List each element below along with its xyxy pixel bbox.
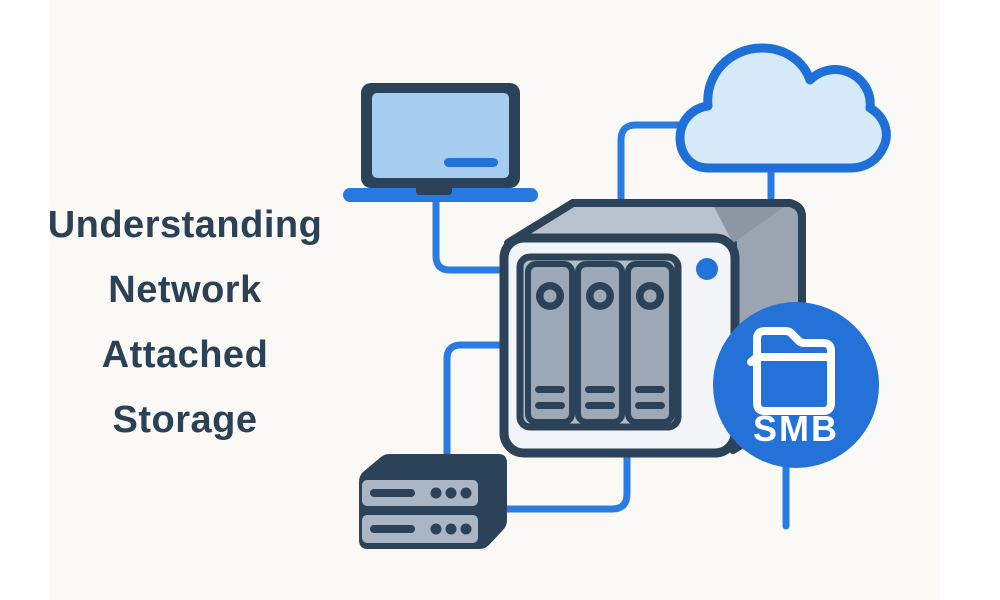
connection-cloud-nas-left: [617, 121, 686, 209]
smb-badge-label: SMB: [753, 408, 839, 449]
smb-badge: SMB: [713, 302, 879, 468]
server-icon: [359, 454, 507, 549]
nas-power-led: [696, 258, 718, 280]
connection-laptop-nas: [432, 196, 510, 274]
server-bay-2: [362, 515, 478, 543]
title-line-2: Network: [108, 269, 262, 311]
server-details: [370, 487, 472, 535]
folder-open-icon: [747, 327, 835, 415]
connection-nas-server-bottom: [501, 444, 631, 513]
title-line-3: Attached: [101, 334, 269, 376]
cloud-icon: [675, 43, 891, 173]
title-line-4: Storage: [112, 399, 258, 441]
connection-nas-server-left: [443, 341, 510, 462]
drive-bay-vents: [535, 386, 665, 409]
server-bay-1: [362, 480, 478, 506]
connection-lines: [432, 121, 790, 530]
laptop-icon: [343, 83, 538, 202]
drive-bay-locks: [536, 282, 664, 310]
title-line-1: Understanding: [47, 204, 323, 246]
laptop-screen-bar: [444, 158, 498, 167]
page-title: Understanding Network Attached Storage: [35, 193, 335, 453]
